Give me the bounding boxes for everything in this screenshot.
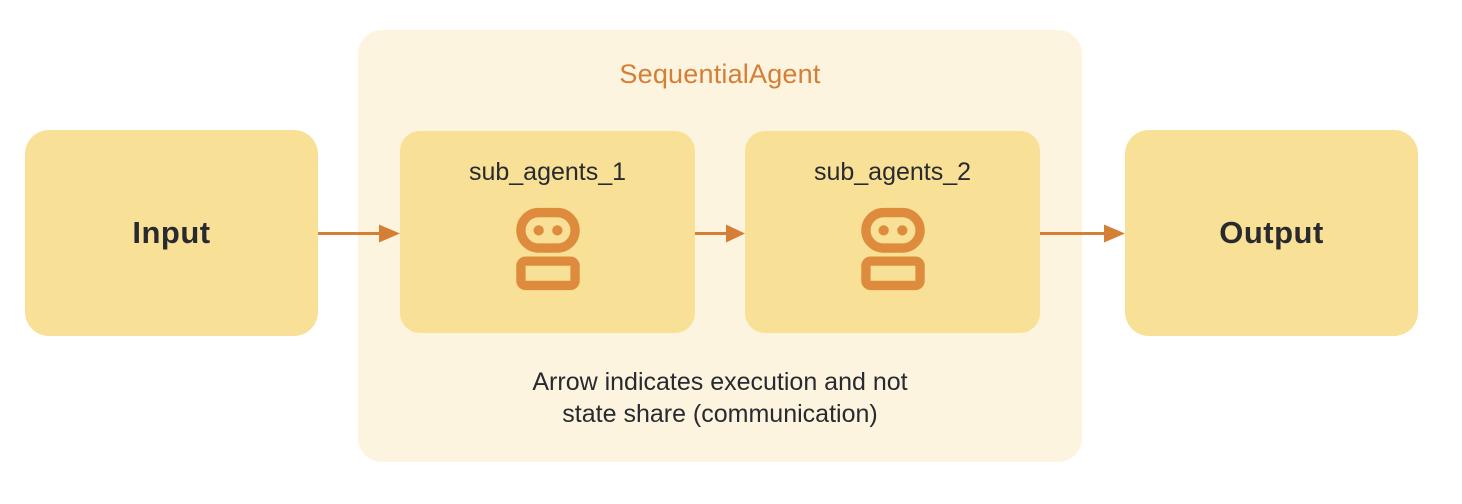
output-label: Output	[1219, 215, 1324, 250]
input-label: Input	[132, 215, 211, 250]
sub-agent-2-label: sub_agents_2	[813, 158, 972, 186]
sub-agent-1-node: sub_agents_1	[400, 131, 695, 333]
caption-line-2: state share (communication)	[562, 400, 878, 428]
input-node: Input	[25, 130, 318, 336]
robot-icon	[515, 207, 580, 291]
output-node: Output	[1125, 130, 1418, 336]
caption-line-1: Arrow indicates execution and not	[532, 368, 908, 396]
robot-icon	[860, 207, 925, 291]
caption: Arrow indicates execution and not state …	[358, 366, 1082, 430]
sub-agent-2-node: sub_agents_2	[745, 131, 1040, 333]
arrow-input-to-sub1-icon	[318, 224, 400, 243]
sequential-agent-title: SequentialAgent	[619, 59, 821, 89]
sub-agent-1-label: sub_agents_1	[468, 158, 627, 186]
arrow-sub2-to-output-icon	[1040, 224, 1125, 243]
arrow-sub1-to-sub2-icon	[695, 224, 745, 243]
